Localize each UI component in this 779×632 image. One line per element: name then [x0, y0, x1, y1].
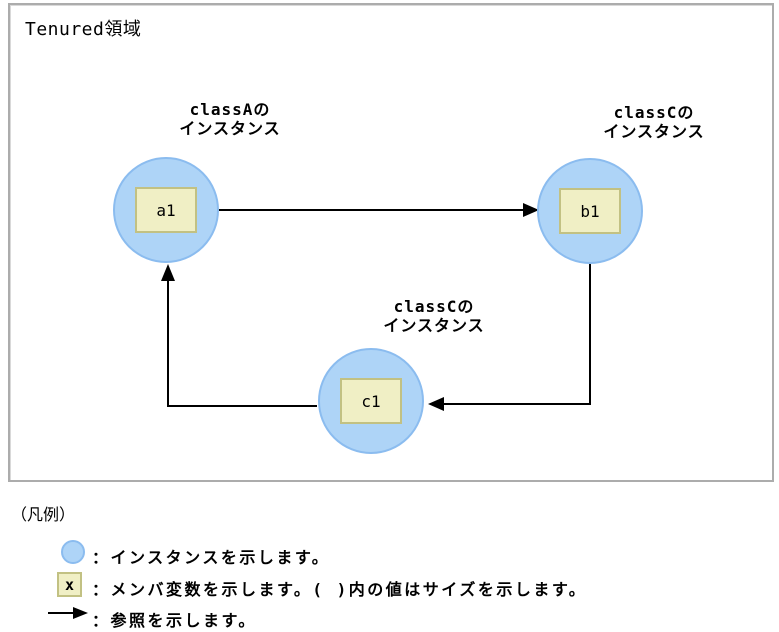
tenured-area-title: Tenured領域 [25, 19, 142, 40]
legend-item-member-variable: ：メンバ変数を示します。( )内の値はサイズを示します。 [92, 580, 588, 599]
instance-circle-icon [61, 540, 85, 564]
legend-item-reference: ：参照を示します。 [92, 611, 257, 630]
member-box-label-a1: a1 [156, 200, 176, 220]
member-box-icon: x [57, 572, 82, 597]
member-box-a1: a1 [135, 187, 197, 233]
legend-item-instance: ：インスタンスを示します。 [92, 548, 331, 567]
legend-title: （凡例） [11, 505, 76, 524]
instance-circle-b1: b1 [537, 158, 643, 264]
member-box-label-b1: b1 [580, 201, 600, 221]
instance-caption-c1: classCの インスタンス [383, 297, 485, 335]
member-box-b1: b1 [559, 188, 621, 234]
member-box-icon-label: x [64, 575, 75, 594]
instance-circle-c1: c1 [318, 348, 424, 454]
instance-caption-a1: classAの インスタンス [179, 100, 281, 138]
instance-circle-a1: a1 [113, 157, 219, 263]
member-box-label-c1: c1 [361, 391, 381, 411]
member-box-c1: c1 [340, 378, 402, 424]
reference-arrow-icon [48, 607, 88, 619]
instance-caption-b1: classCの インスタンス [603, 103, 705, 141]
